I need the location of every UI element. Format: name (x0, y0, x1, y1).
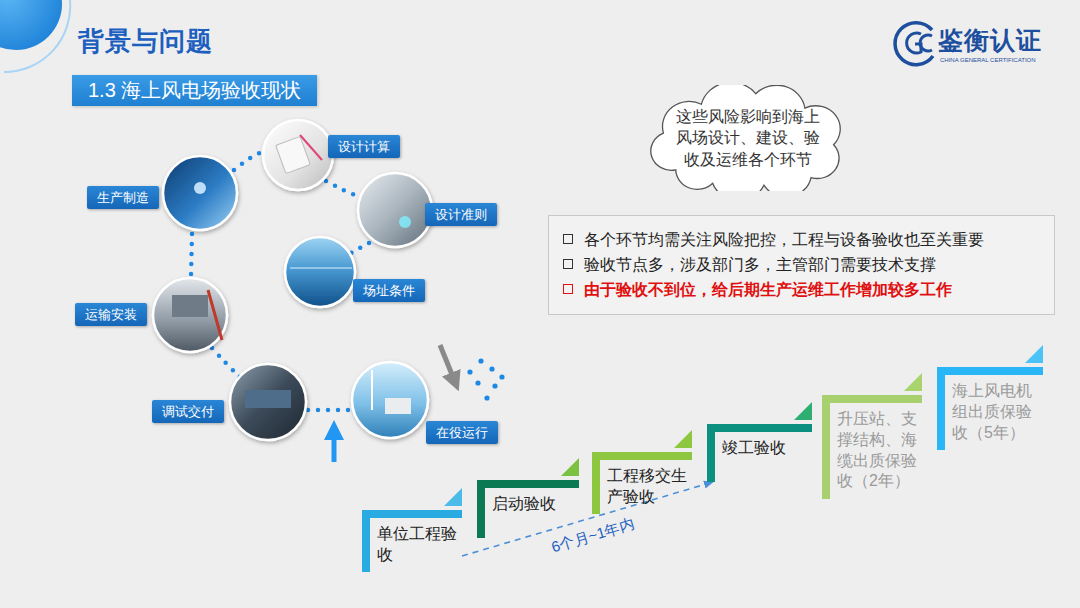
corner-arc (4, 0, 70, 72)
platform-icon (172, 295, 208, 317)
step-text: 工程移交生产验收 (607, 466, 689, 508)
photo-circle (285, 237, 355, 307)
step-text: 单位工程验收 (377, 524, 459, 566)
stair-step: 竣工验收 (707, 424, 812, 482)
dot (492, 383, 497, 388)
dot (499, 374, 504, 379)
stage-label: 场址条件 (353, 279, 425, 302)
label-text: 运输安装 (85, 306, 137, 323)
corner-disc (0, 0, 62, 50)
section-title: 1.3 海上风电场验收现状 (88, 75, 301, 106)
stage-photos (153, 120, 432, 440)
step-corner (904, 373, 922, 391)
dot-trail (191, 234, 192, 276)
photo-circle (352, 362, 428, 438)
logo-mark (895, 23, 933, 65)
spark-icon (194, 182, 206, 194)
dot-trail (234, 152, 262, 170)
stage-label: 设计计算 (328, 135, 400, 158)
label-text: 生产制造 (97, 189, 149, 206)
scatter-dots (467, 358, 504, 400)
horizon-line (290, 268, 352, 269)
corner-triangle (674, 430, 692, 448)
corner-triangle (794, 402, 812, 420)
dot (478, 358, 483, 363)
stage-label: 生产制造 (87, 186, 159, 209)
photo-details (172, 135, 411, 414)
slide-title: 背景与问题 (78, 24, 213, 59)
crane-icon (208, 290, 222, 340)
photo-circle (153, 278, 227, 352)
logo-ring (895, 23, 933, 65)
stage-label: 调试交付 (152, 400, 224, 423)
pen-icon (300, 135, 322, 160)
screen-icon (245, 390, 291, 408)
dot (467, 369, 472, 374)
stair-step: 海上风电机组出质保验收（5年） (937, 367, 1043, 450)
step-text: 海上风电机组出质保验收（5年） (952, 381, 1034, 443)
photo-circle (163, 156, 237, 230)
edge-label: 6个月~1年内 (546, 514, 639, 558)
label-text: 在役运行 (436, 424, 488, 441)
pointer-arrow (440, 345, 455, 382)
label-text: 场址条件 (363, 282, 415, 299)
cloud-shape (651, 85, 840, 191)
corner-triangle (444, 488, 462, 506)
bullet-line: 由于验收不到位，给后期生产运维工作增加较多工作 (563, 280, 1040, 300)
turbine-icon (371, 370, 373, 410)
label-text: 调试交付 (162, 403, 214, 420)
dot-trail (326, 181, 360, 197)
bullet-line: 验收节点多，涉及部门多，主管部门需要技术支撑 (563, 255, 1040, 275)
step-text: 竣工验收 (722, 438, 804, 459)
photo-circle (263, 120, 333, 190)
substation-icon (385, 398, 411, 414)
thought-cloud: 这些风险影响到海上风场设计、建设、验收及运维各个环节 (645, 85, 850, 191)
photo-circle (230, 364, 306, 440)
dot-trail (308, 408, 352, 413)
dot (484, 395, 489, 400)
photo-circle (358, 173, 432, 247)
logo-subtitle: CHINA GENERAL CERTIFICATION (940, 57, 1036, 63)
label-text: 设计计算 (338, 138, 390, 155)
stair-step: 工程移交生产验收 (592, 452, 692, 514)
bullet-line: 各个环节均需关注风险把控，工程与设备验收也至关重要 (563, 230, 1040, 250)
step-corner (794, 402, 812, 420)
pointer-arrow (332, 430, 337, 462)
dot (475, 380, 480, 385)
step-text: 升压站、支撑结构、海缆出质保验收（2年） (837, 409, 919, 492)
corner-triangle (1025, 345, 1043, 363)
cloud-text: 这些风险影响到海上风场设计、建设、验收及运维各个环节 (670, 106, 826, 171)
label-text: 设计准则 (435, 206, 487, 223)
stage-label: 设计准则 (425, 203, 497, 226)
step-text: 启动验收 (492, 494, 574, 515)
dot (489, 366, 494, 371)
stair-step: 单位工程验收 (362, 510, 462, 572)
corner-triangle (561, 458, 579, 476)
dot-trail (212, 348, 240, 377)
logo-c (920, 35, 932, 51)
logo-name: 鉴衡认证 (938, 24, 1042, 57)
dot-trail (349, 243, 369, 254)
stair-step: 升压站、支撑结构、海缆出质保验收（2年） (822, 395, 922, 499)
stage-label: 运输安装 (75, 303, 147, 326)
step-corner (1025, 345, 1043, 363)
stage-label: 在役运行 (426, 421, 498, 444)
glow-icon (399, 216, 411, 228)
bullet-panel: 各个环节均需关注风险把控，工程与设备验收也至关重要验收节点多，涉及部门多，主管部… (548, 215, 1055, 315)
step-corner (444, 488, 462, 506)
step-corner (561, 458, 579, 476)
stair-step: 启动验收 (477, 480, 579, 538)
corner-triangle (904, 373, 922, 391)
step-corner (674, 430, 692, 448)
section-band: 1.3 海上风电场验收现状 (72, 75, 317, 106)
